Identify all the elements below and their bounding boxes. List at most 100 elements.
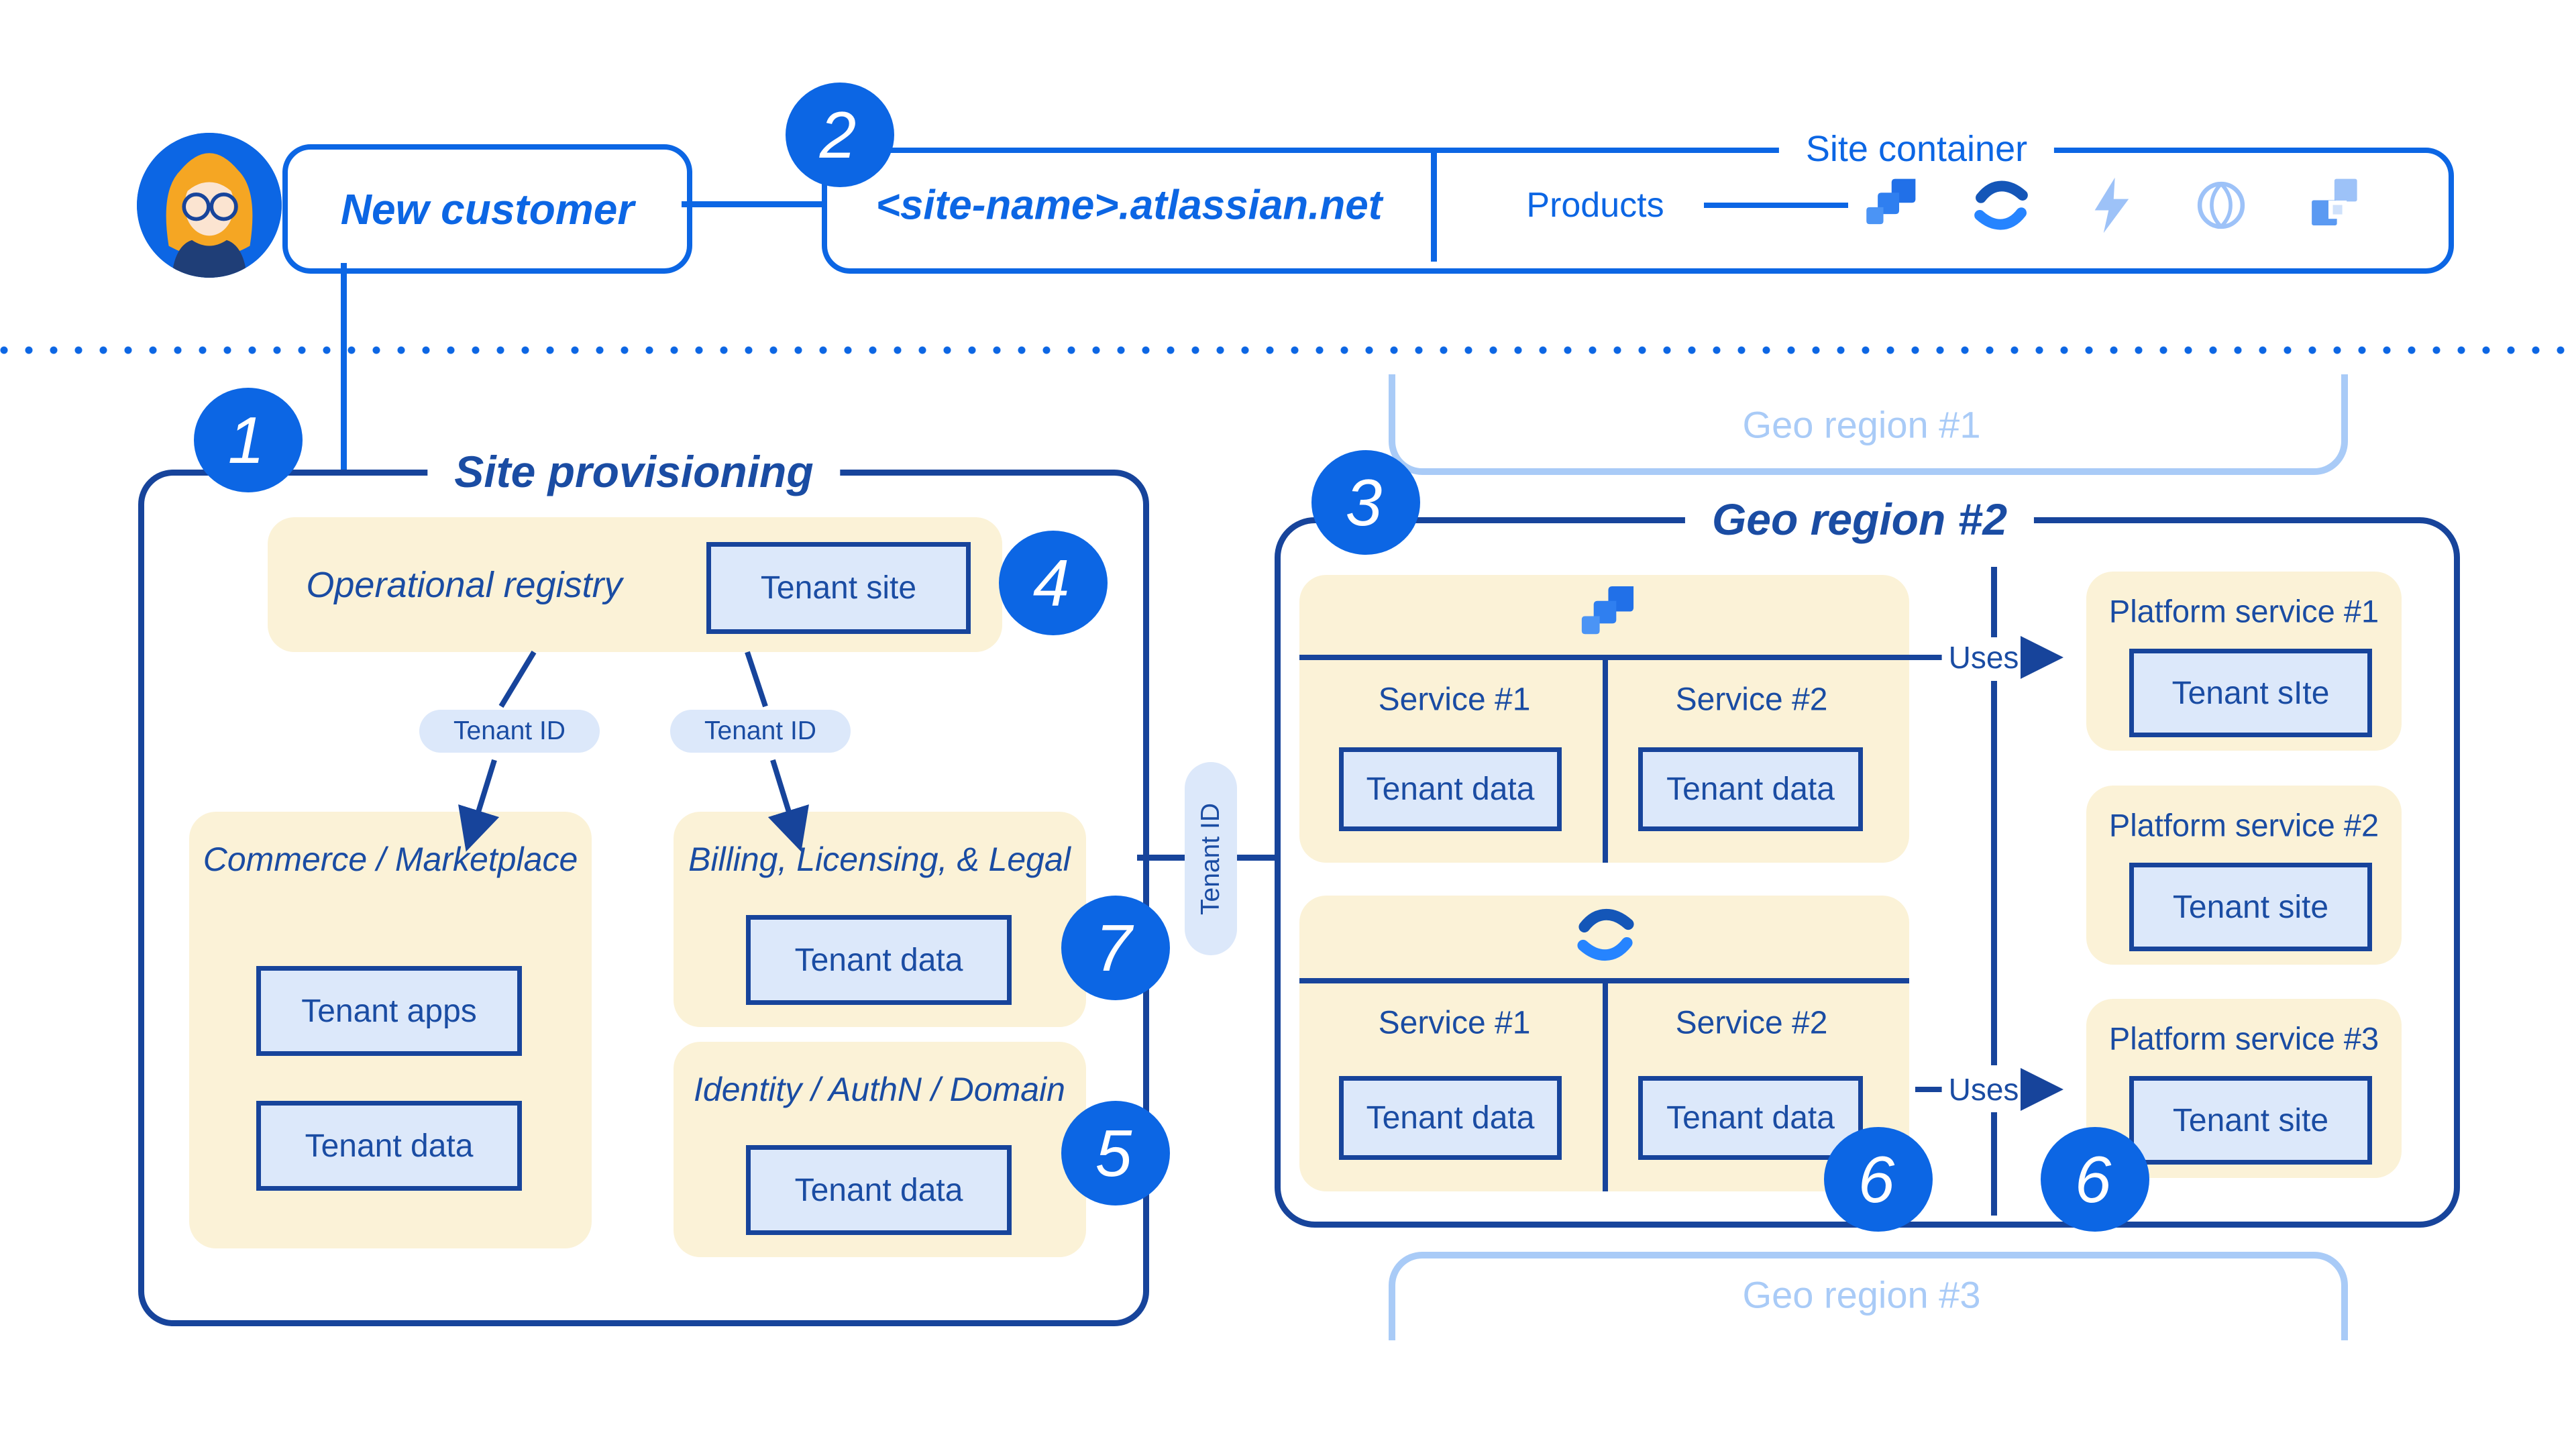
avatar [137,133,282,278]
badge-5-number: 5 [1095,1116,1132,1190]
confluence-service1-tenant-data-label: Tenant data [1366,1100,1535,1136]
platform-service1-tenant-site-chip: Tenant sIte [2129,649,2372,737]
uses1-label: Uses [1941,639,2026,676]
badge-6b-number: 6 [2074,1142,2112,1216]
billing-tenant-data-chip-label: Tenant data [794,942,963,978]
globe-icon [2191,175,2251,235]
badge-3: 3 [1311,450,1420,555]
platform-service3-tenant-site-label: Tenant site [2172,1102,2329,1138]
site-url-label: <site-name>.atlassian.net [875,182,1383,229]
badge-6a: 6 [1824,1127,1933,1232]
confluence-service2-tenant-data-chip: Tenant data [1638,1076,1863,1160]
new-customer-box: New customer [282,144,692,274]
jira-icon [1859,175,1919,235]
badge-6b: 6 [2041,1127,2149,1232]
jira-service1-tenant-data-chip: Tenant data [1339,747,1562,831]
badge-4-number: 4 [1032,545,1070,620]
connector-tenant-id-pill-label: Tenant ID [1196,802,1225,915]
jira-section-rule [1299,655,1949,660]
confluence-service1-tenant-data-chip: Tenant data [1339,1076,1562,1160]
products-label: Products [1526,186,1664,225]
squares-icon [2303,175,2363,235]
site-url-container-divider [1431,150,1437,262]
platform-service2-tenant-site-label: Tenant site [2172,889,2329,925]
site-url-container-box [822,148,2454,274]
badge-6a-number: 6 [1858,1142,1895,1216]
badge-3-number: 3 [1345,465,1383,539]
platform-service3-title: Platform service #3 [2108,1020,2379,1057]
geo-region3-label: Geo region #3 [1742,1273,1981,1316]
globe-icon-glyph [2197,181,2245,229]
commerce-tenant-data-chip-label: Tenant data [305,1128,474,1164]
site-container-title: Site container [1778,128,2055,170]
operational-registry-label: Operational registry [306,565,623,605]
badge-5: 5 [1061,1101,1170,1205]
tenant-apps-chip-label: Tenant apps [301,993,477,1029]
tenant-id-pill-left: Tenant ID [419,710,600,753]
geo-region3-box [1389,1252,2348,1340]
jira-service2-label: Service #2 [1675,682,1828,718]
platform-service2-title: Platform service #2 [2108,807,2379,843]
platform-service2-tenant-site-chip: Tenant site [2129,863,2372,951]
jira-icon-glyph [1866,178,1916,225]
uses2-label: Uses [1941,1071,2026,1108]
tenant-site-chip: Tenant site [706,542,971,634]
geo-region1-box [1389,374,2348,475]
customer-avatar-icon [137,133,282,278]
badge-7-number: 7 [1095,910,1132,985]
connector-tenant-id-pill: Tenant ID [1185,762,1237,955]
site-provisioning-title: Site provisioning [427,446,841,497]
identity-title: Identity / AuthN / Domain [694,1071,1065,1108]
tenant-id-pill-left-label: Tenant ID [453,716,566,745]
platform-service1-tenant-site-label: Tenant sIte [2171,675,2330,711]
confluence-service2-label: Service #2 [1675,1005,1828,1041]
geo-region2-title: Geo region #2 [1684,494,2035,545]
jira-service1-tenant-data-label: Tenant data [1366,771,1535,807]
tenant-id-pill-right: Tenant ID [670,710,851,753]
squares-icon-glyph [2312,178,2357,225]
platform-service1-title: Platform service #1 [2108,593,2379,629]
bolt-icon-glyph [2094,177,2129,233]
confluence-section-column-divider [1603,983,1608,1191]
new-customer-label: New customer [340,184,635,233]
jira-section-icon [1574,582,1638,646]
jira-service1-label: Service #1 [1378,682,1531,718]
tenant-apps-chip: Tenant apps [256,966,522,1056]
connector-customer-siteurl [682,201,822,207]
platform-service3-tenant-site-chip: Tenant site [2129,1076,2372,1165]
jira-service2-tenant-data-chip: Tenant data [1638,747,1863,831]
commerce-tenant-data-chip: Tenant data [256,1101,522,1191]
badge-2: 2 [786,83,894,187]
confluence-service1-label: Service #1 [1378,1005,1531,1041]
jira-service2-tenant-data-label: Tenant data [1666,771,1835,807]
identity-tenant-data-chip: Tenant data [746,1145,1012,1235]
tenant-id-pill-right-label: Tenant ID [704,716,816,745]
billing-title: Billing, Licensing, & Legal [688,841,1071,878]
bolt-icon [2081,175,2141,235]
badge-4: 4 [999,531,1108,635]
uses2-dash [1915,1087,1949,1092]
billing-tenant-data-chip: Tenant data [746,915,1012,1005]
commerce-marketplace-title: Commerce / Marketplace [203,841,578,878]
confluence-section-icon-glyph [1577,908,1634,961]
badge-1: 1 [194,388,303,492]
geo-region2-divider-seg3 [1991,1112,1997,1216]
geo-region2-divider-seg2 [1991,681,1997,1065]
confluence-service2-tenant-data-label: Tenant data [1666,1100,1835,1136]
badge-7: 7 [1061,896,1170,1000]
badge-2-number: 2 [819,97,857,172]
confluence-icon-glyph [1974,180,2028,230]
confluence-section-rule [1299,978,1909,983]
geo-region1-label: Geo region #1 [1742,403,1981,446]
geo-region2-divider-seg1 [1991,567,1997,637]
confluence-icon [1971,175,2031,235]
jira-section-icon-glyph [1581,586,1634,635]
badge-1-number: 1 [227,402,265,477]
jira-section-column-divider [1603,660,1608,863]
connector-customer-provisioning [341,263,347,472]
confluence-section-icon [1574,903,1638,967]
identity-tenant-data-chip-label: Tenant data [794,1172,963,1208]
tenant-site-chip-label: Tenant site [760,570,917,606]
dotted-separator [0,346,2576,354]
